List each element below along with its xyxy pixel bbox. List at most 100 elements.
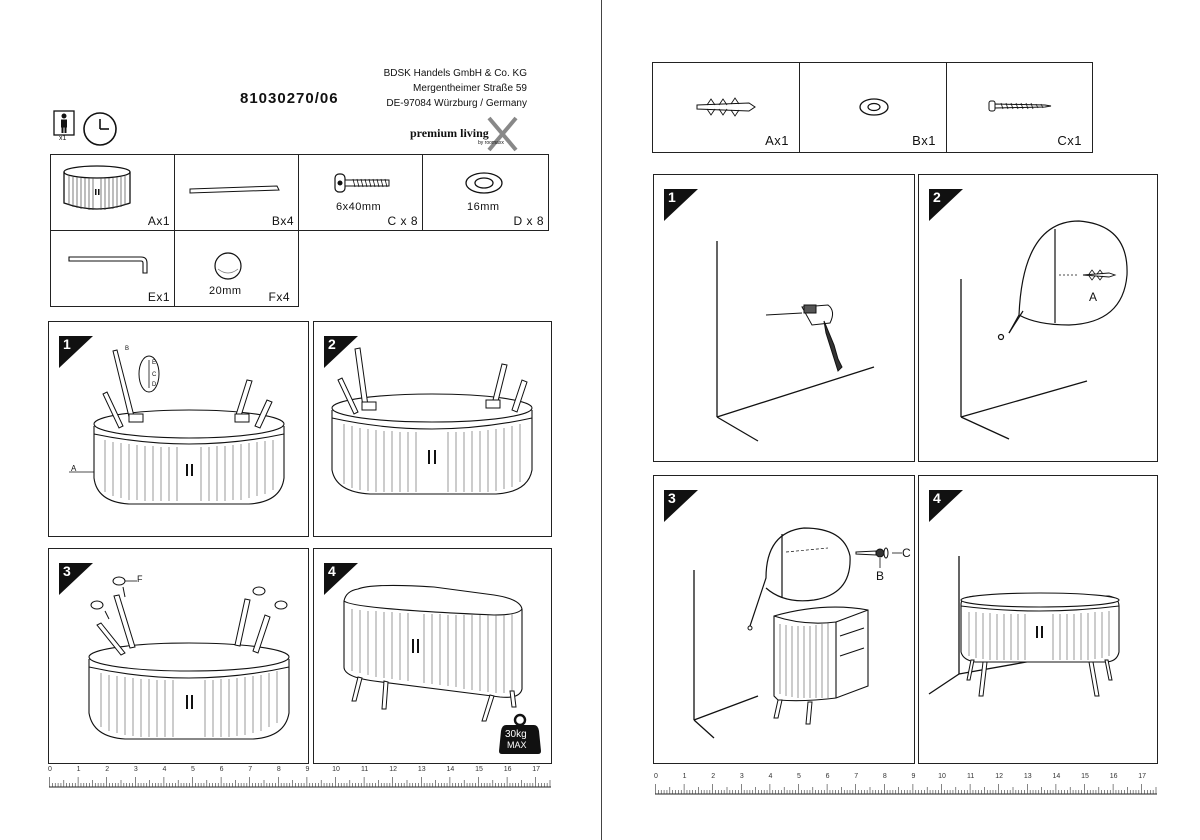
company-city: DE-97084 Würzburg / Germany	[386, 98, 527, 109]
part-size-f: 20mm	[209, 285, 242, 297]
ruler-number: 7	[248, 766, 253, 773]
ruler-number: 13	[417, 766, 426, 773]
ruler-ticks	[655, 784, 1157, 795]
right-step2-illustration	[960, 220, 1128, 440]
company-block: BDSK Handels GmbH & Co. KG Mergentheimer…	[360, 66, 527, 116]
part-cell-d: 16mm D x 8	[422, 154, 549, 231]
wood-screw-icon	[988, 100, 1052, 112]
ruler-number: 16	[1109, 773, 1118, 780]
ruler-number: 3	[739, 773, 744, 780]
step1-label-e: E	[152, 360, 157, 366]
step1-label-d: D	[152, 382, 157, 388]
part-cell-a: Ax1	[50, 154, 175, 231]
left-step-3-number: 3	[63, 563, 71, 579]
page-divider	[601, 0, 602, 840]
ruler-number: 9	[305, 766, 310, 773]
step4-illustration	[343, 584, 523, 722]
step1-label-b: B	[125, 346, 130, 352]
right-step2-label-a: A	[1089, 290, 1098, 304]
ruler-number: 7	[854, 773, 859, 780]
ruler-number: 17	[532, 766, 541, 773]
ruler-number: 2	[711, 773, 716, 780]
ruler-number: 12	[995, 773, 1004, 780]
ruler-number: 10	[938, 773, 946, 780]
ruler-number: 16	[503, 766, 512, 773]
ruler-number: 0	[48, 766, 52, 773]
ruler-ticks	[49, 777, 551, 788]
right-step-4-panel: 4	[918, 475, 1158, 764]
cabinet-side-view	[773, 606, 869, 702]
right-step4-illustration	[928, 556, 1120, 697]
leg-icon	[189, 185, 280, 194]
left-step-2-panel: 2	[313, 321, 552, 537]
step2-illustration	[331, 347, 533, 495]
right-step3-illustration	[693, 527, 902, 739]
ruler-number: 8	[882, 773, 887, 780]
bolt-icon	[334, 173, 390, 193]
ruler-number: 15	[475, 766, 483, 773]
part-label-c: C x 8	[387, 214, 418, 228]
part-cell-f: 20mm Fx4	[174, 230, 299, 307]
step1-illustration	[69, 349, 285, 505]
step3-illustration	[88, 576, 290, 740]
weight-icon	[499, 713, 541, 754]
brand-x-mark	[487, 116, 518, 152]
right-step-1-panel: 1	[653, 174, 915, 462]
left-step-3-panel: 3	[48, 548, 309, 764]
part-cell-b: Bx4	[174, 154, 299, 231]
ruler-number: 14	[1052, 773, 1061, 780]
ruler-number: 14	[446, 766, 455, 773]
brand-name: premium living	[410, 126, 489, 140]
ruler-number: 5	[797, 773, 801, 780]
right-washer-icon	[859, 98, 889, 116]
right-step-3-number: 3	[668, 490, 676, 506]
left-page: x1 81030270/06 BDSK Handels GmbH & Co. K…	[48, 66, 552, 788]
clock-icon	[82, 111, 118, 147]
ruler-number: 15	[1081, 773, 1089, 780]
left-step-1-panel: 1	[48, 321, 309, 537]
right-step3-label-b: B	[876, 569, 885, 583]
part-label-a: Ax1	[147, 214, 170, 228]
wall-plug-icon	[696, 97, 756, 117]
right-step-2-number: 2	[933, 189, 941, 205]
ruler-number: 6	[825, 773, 830, 780]
parts-table: Ax1 Bx4 6x40mm C x 8	[50, 154, 549, 307]
right-step-3-panel: 3	[653, 475, 915, 764]
drill-icon	[765, 304, 843, 372]
company-name: BDSK Handels GmbH & Co. KG	[383, 68, 527, 79]
right-step-2-panel: 2 A	[918, 174, 1158, 462]
screw-washer-assembly	[855, 547, 889, 559]
ruler-number: 11	[360, 766, 369, 773]
cabinet-icon	[63, 165, 131, 210]
right-part-label-b: Bx1	[912, 133, 936, 148]
step3-label-f: F	[137, 574, 143, 584]
person-count: x1	[59, 135, 67, 142]
left-step-1-number: 1	[63, 336, 71, 352]
step1-label-a: A	[71, 464, 77, 473]
right-step-4-number: 4	[933, 490, 941, 506]
weight-line1: 30kg	[505, 729, 527, 740]
right-step3-label-c: C	[902, 546, 912, 560]
ruler-number: 12	[389, 766, 398, 773]
right-part-cell-c: Cx1	[946, 62, 1093, 153]
part-size-d: 16mm	[467, 201, 500, 213]
person-icon: x1	[53, 110, 75, 144]
part-cell-c: 6x40mm C x 8	[298, 154, 423, 231]
ruler-number: 1	[682, 773, 687, 780]
ruler-number: 17	[1138, 773, 1147, 780]
ruler-number: 11	[966, 773, 975, 780]
ruler-number: 6	[219, 766, 224, 773]
ruler-number: 4	[162, 766, 167, 773]
ruler-number: 13	[1023, 773, 1032, 780]
right-part-cell-a: Ax1	[652, 62, 800, 153]
left-step-4-number: 4	[328, 563, 336, 579]
right-part-label-c: Cx1	[1057, 133, 1082, 148]
part-label-f: Fx4	[268, 290, 290, 304]
ruler-number: 8	[276, 766, 281, 773]
ruler-number: 1	[76, 766, 81, 773]
ruler-number: 3	[133, 766, 138, 773]
right-part-cell-b: Bx1	[799, 62, 947, 153]
washer-icon	[465, 172, 503, 194]
